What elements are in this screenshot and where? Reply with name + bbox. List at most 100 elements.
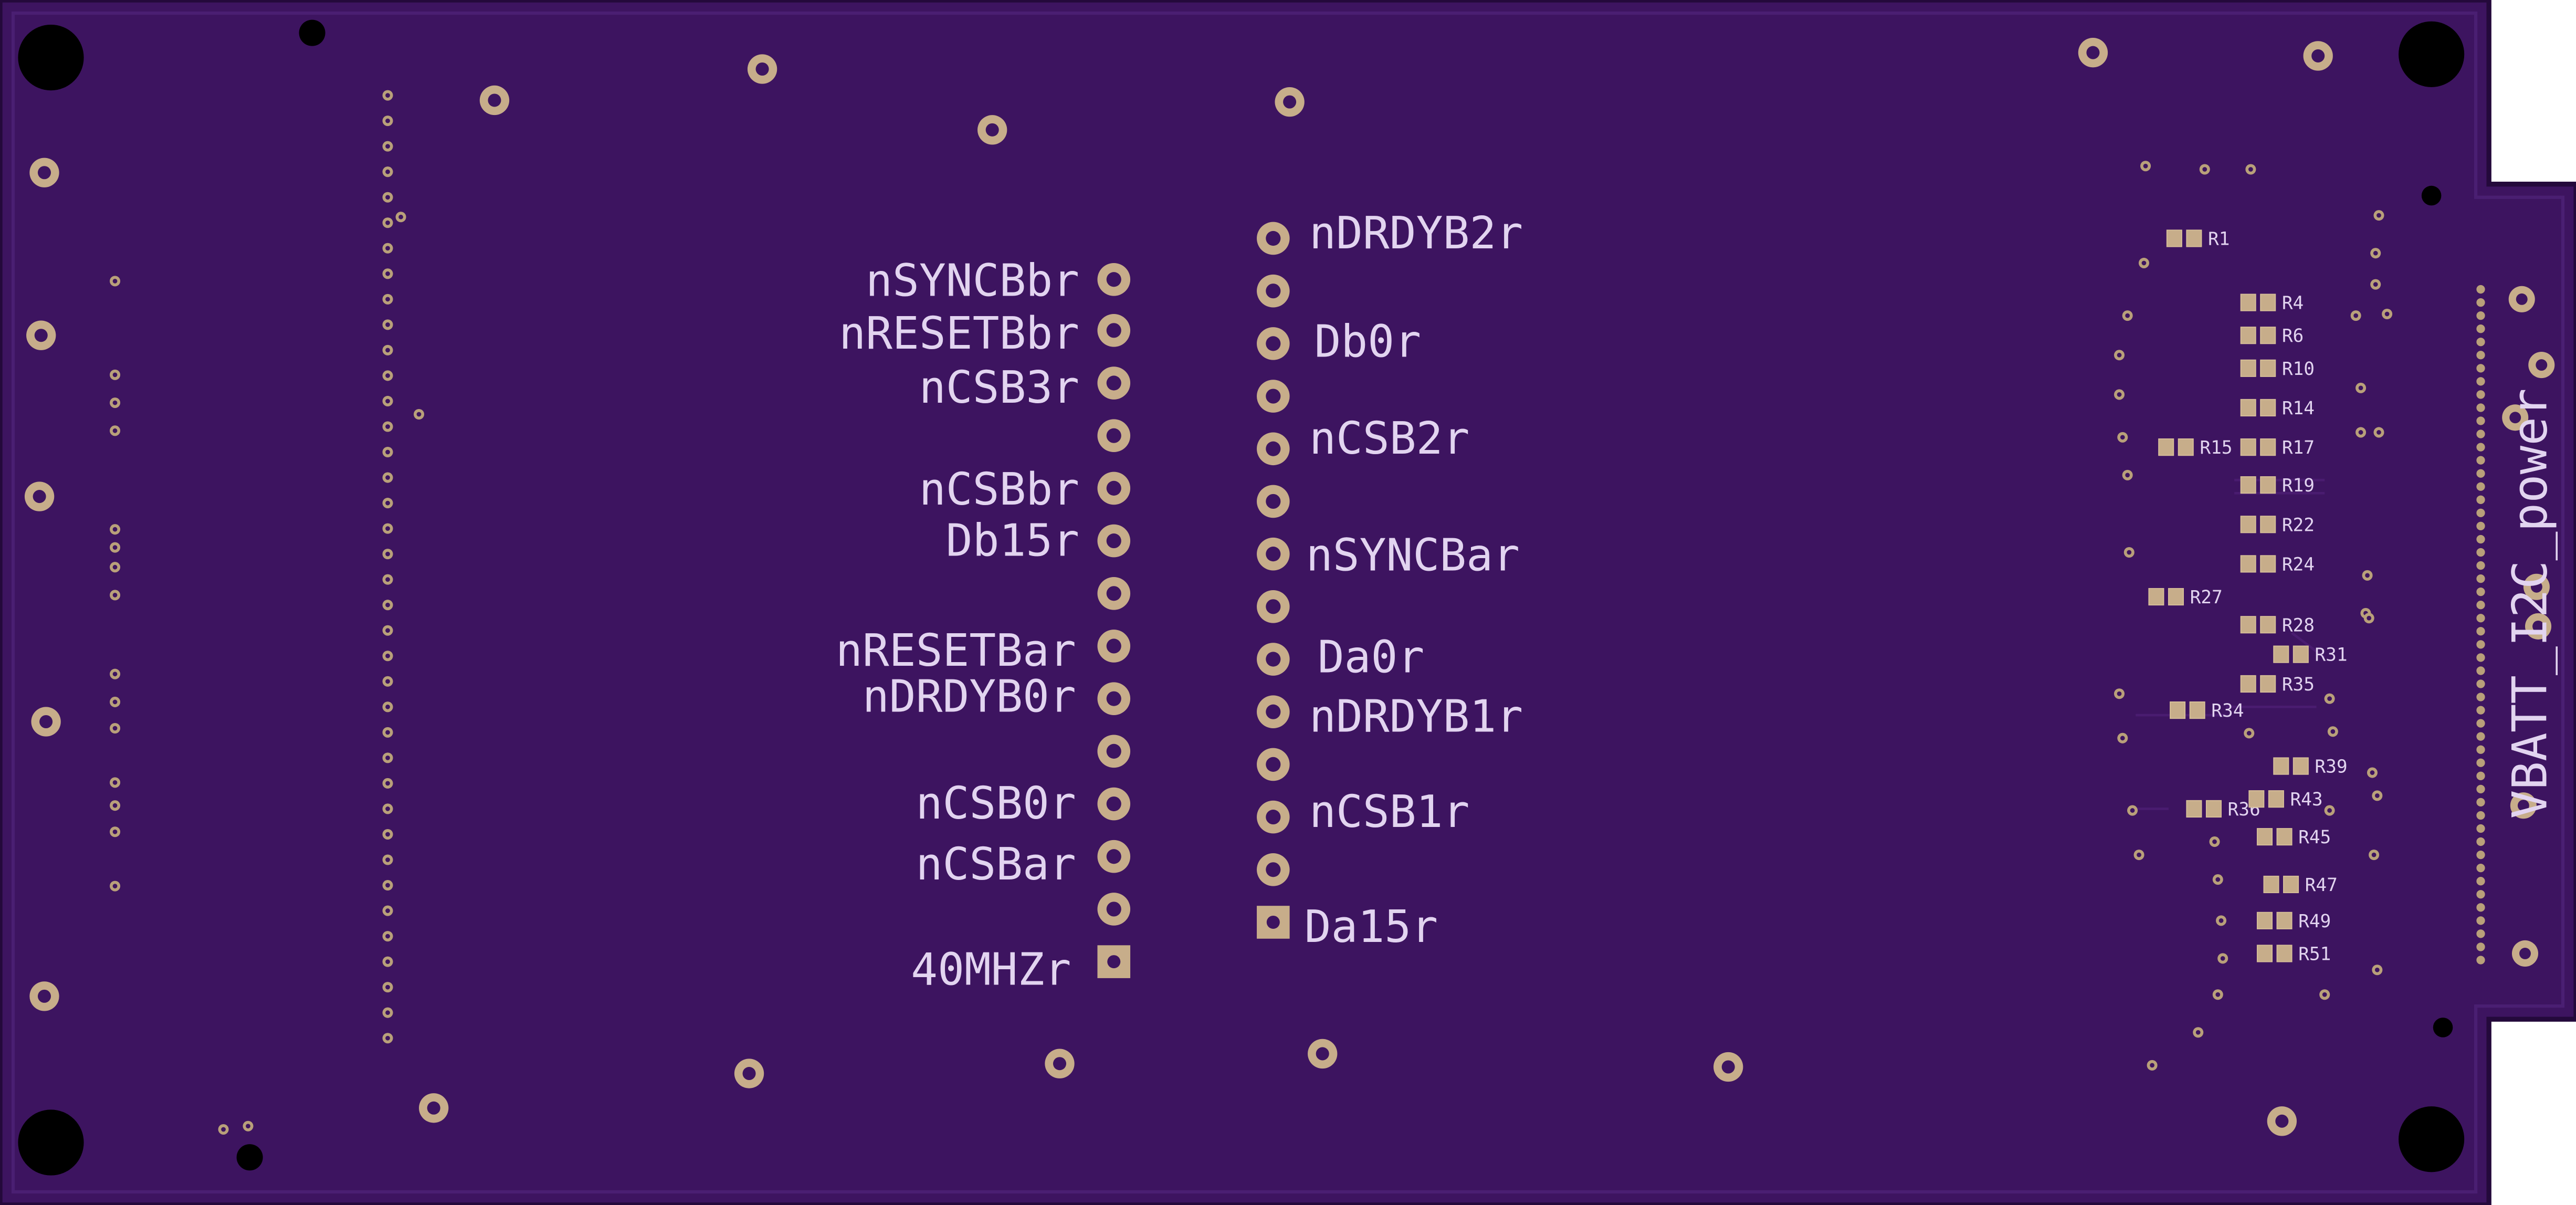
mounting-hole bbox=[2421, 185, 2442, 206]
mounting-pad-hole bbox=[2086, 46, 2100, 59]
via-hole bbox=[2212, 839, 2217, 844]
connector-contact bbox=[2476, 784, 2485, 794]
via-hole bbox=[385, 628, 390, 633]
via-hole bbox=[385, 500, 390, 506]
resistor-ref: R47 bbox=[2305, 875, 2338, 896]
connector-pad-hole bbox=[2517, 800, 2529, 812]
mounting-hole bbox=[236, 1144, 263, 1171]
connector-contact bbox=[2476, 561, 2485, 570]
label-ncsb2r: nCSB2r bbox=[1309, 413, 1469, 464]
via-hole bbox=[2353, 313, 2359, 318]
resistor-ref: R34 bbox=[2211, 700, 2244, 721]
connector-contact bbox=[2476, 443, 2485, 452]
via-hole bbox=[2373, 250, 2378, 256]
resistor-pad bbox=[2293, 757, 2309, 775]
header-pin-hole bbox=[1106, 480, 1121, 496]
resistor-pad bbox=[2240, 294, 2256, 311]
via-hole bbox=[385, 246, 390, 251]
via-hole bbox=[112, 829, 118, 834]
via-hole bbox=[385, 118, 390, 123]
mounting-pad-hole bbox=[34, 329, 48, 342]
via-hole bbox=[2143, 163, 2148, 169]
header-pin-hole bbox=[1106, 586, 1121, 601]
connector-contact bbox=[2476, 837, 2485, 846]
connector-contact bbox=[2476, 903, 2485, 912]
via-hole bbox=[2141, 260, 2147, 266]
right-header-labels: nDRDYB2r Db0r nCSB2r nSYNCBar Da0r nDRDY… bbox=[1305, 207, 1523, 952]
board-inner-border bbox=[11, 11, 2565, 1194]
connector-pad-hole bbox=[2519, 948, 2531, 959]
via-hole bbox=[246, 1124, 250, 1129]
right-pin-header bbox=[1257, 222, 1290, 939]
connector-contact bbox=[2476, 627, 2485, 636]
connector-contact bbox=[2476, 403, 2485, 412]
connector-contact bbox=[2476, 890, 2485, 899]
via-hole bbox=[2365, 573, 2370, 578]
label-da15r: Da15r bbox=[1305, 901, 1438, 952]
via-hole bbox=[112, 400, 118, 405]
resistor-pad bbox=[2268, 790, 2284, 808]
edge-connector bbox=[2476, 285, 2555, 967]
connector-contact bbox=[2476, 574, 2485, 583]
resistor-ref: R43 bbox=[2290, 789, 2322, 810]
resistor-pad bbox=[2256, 945, 2273, 962]
resistor-pad bbox=[2263, 875, 2279, 894]
via-hole bbox=[2374, 967, 2380, 972]
via-hole bbox=[2370, 770, 2375, 775]
resistor-ref: R24 bbox=[2282, 554, 2315, 575]
header-pin-hole bbox=[1266, 652, 1281, 667]
via-hole bbox=[2150, 1063, 2154, 1068]
header-pin-hole bbox=[1106, 743, 1121, 759]
resistor-pad bbox=[2178, 438, 2194, 456]
resistor-pad bbox=[2273, 757, 2289, 775]
via-hole bbox=[385, 806, 390, 811]
connector-contact bbox=[2476, 390, 2485, 399]
connector-contact bbox=[2476, 916, 2485, 925]
connector-contact bbox=[2476, 864, 2485, 873]
resistor-pad bbox=[2293, 645, 2309, 663]
resistor-pad bbox=[2260, 675, 2276, 693]
via-hole bbox=[385, 1010, 390, 1015]
resistor-pad bbox=[2260, 294, 2276, 311]
via-hole bbox=[398, 214, 403, 219]
resistor-ref: R45 bbox=[2298, 827, 2331, 848]
connector-contact bbox=[2476, 351, 2485, 360]
resistor-ref: R35 bbox=[2282, 674, 2315, 695]
header-pin-hole bbox=[1266, 230, 1281, 246]
mounting-pad-hole bbox=[1053, 1057, 1067, 1071]
label-ncsb0r: nCSB0r bbox=[916, 778, 1076, 829]
via-hole bbox=[385, 984, 390, 990]
header-pin-hole bbox=[1106, 849, 1121, 864]
via-hole bbox=[2358, 385, 2363, 391]
via-hole bbox=[2248, 167, 2253, 172]
connector-contact bbox=[2476, 456, 2485, 465]
via-hole bbox=[112, 699, 118, 705]
connector-contact bbox=[2476, 640, 2485, 649]
via-hole bbox=[385, 934, 390, 939]
resistor-pad bbox=[2240, 516, 2256, 533]
mounting-pad-hole bbox=[742, 1066, 756, 1081]
header-pin-hole bbox=[1106, 796, 1121, 812]
header-pin-hole bbox=[1106, 902, 1121, 917]
connector-pad-hole bbox=[2509, 412, 2521, 424]
mounting-pad-hole bbox=[37, 989, 51, 1003]
via-hole bbox=[385, 653, 390, 658]
connector-contact bbox=[2476, 429, 2485, 438]
connector-pad-hole bbox=[2516, 293, 2528, 305]
connector-contact bbox=[2476, 942, 2485, 951]
header-pin-hole bbox=[1106, 272, 1121, 287]
connector-contact bbox=[2476, 706, 2485, 715]
resistor-ref: R39 bbox=[2315, 757, 2347, 778]
vias-layer bbox=[110, 90, 2393, 1135]
mounting-pad-hole bbox=[985, 123, 999, 137]
via-hole bbox=[385, 220, 390, 225]
connector-contact bbox=[2476, 929, 2485, 938]
connector-contact bbox=[2476, 311, 2485, 320]
connector-contact bbox=[2476, 745, 2485, 754]
resistor-ref: R17 bbox=[2282, 437, 2315, 458]
via-hole bbox=[385, 144, 390, 149]
label-db0r: Db0r bbox=[1315, 316, 1421, 367]
connector-contact bbox=[2476, 588, 2485, 596]
header-pin-hole bbox=[1266, 704, 1281, 719]
